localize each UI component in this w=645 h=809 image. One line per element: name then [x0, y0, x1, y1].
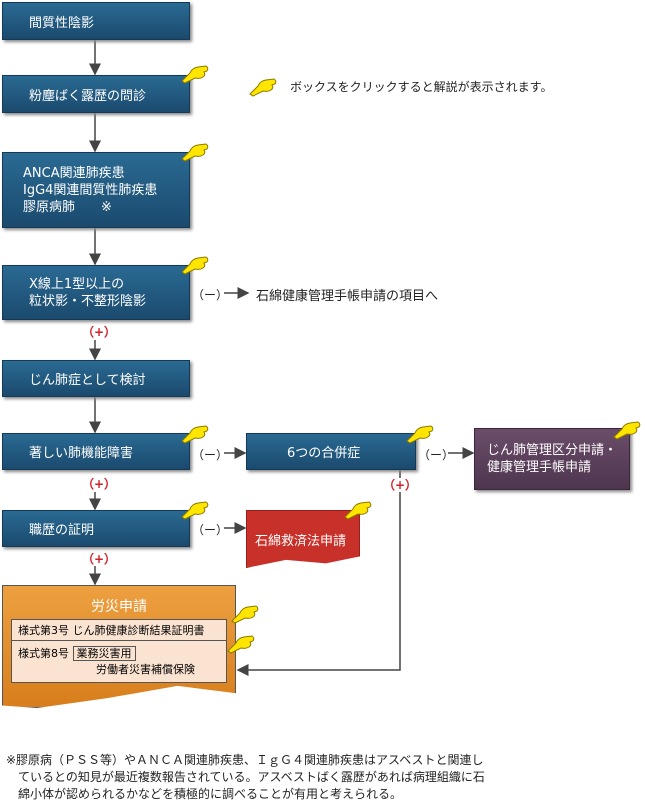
- pointing-hand-icon[interactable]: [248, 75, 278, 97]
- node-management-application[interactable]: じん肺管理区分申請・健康管理手帳申請: [474, 428, 630, 490]
- node-interstitial-shadow[interactable]: 間質性陰影: [2, 2, 190, 40]
- minus-label: （ー）: [418, 448, 455, 462]
- node-label: じん肺症として検討: [29, 373, 146, 388]
- node-label: 石綿救済法申請: [255, 533, 347, 549]
- pointing-hand-icon[interactable]: [180, 140, 210, 162]
- legend-text: ボックスをクリックすると解説が表示されます。: [290, 80, 553, 94]
- pointing-hand-icon[interactable]: [180, 253, 210, 275]
- node-label: 間質性陰影: [29, 15, 95, 31]
- plus-label: （+）: [82, 552, 117, 566]
- footnote-line: ているとの知見が最近複数報告されている。アスベストばく露歴があれば病理組織に石: [6, 770, 485, 784]
- node-label: 著しい肺機能障害: [29, 446, 134, 461]
- footnote: ※膠原病（ＰＳＳ等）やＡＮＣＡ関連肺疾患、ＩｇＧ４関連肺疾患はアスベストと関連し…: [6, 752, 636, 803]
- node-label: 膠原病肺 ※: [23, 199, 112, 215]
- form-3[interactable]: 様式第3号 じん肺健康診断結果証明書: [11, 619, 227, 641]
- minus-label: （ー）: [192, 523, 229, 537]
- node-label: 粉塵ばく露歴の問診: [29, 88, 147, 104]
- node-lung-function[interactable]: 著しい肺機能障害: [2, 433, 190, 470]
- minus-label: （ー）: [192, 448, 229, 462]
- node-work-history[interactable]: 職歴の証明: [2, 510, 190, 547]
- plus-label: （+）: [383, 478, 418, 492]
- form-3-label: 様式第3号 じん肺健康診断結果証明書: [18, 624, 205, 637]
- form-8-sub: 労働者災害補償保険: [96, 663, 195, 676]
- pointing-hand-icon[interactable]: [612, 418, 642, 440]
- asbestos-handbook-link[interactable]: 石綿健康管理手帳申請の項目へ: [256, 289, 439, 304]
- footnote-line: ※膠原病（ＰＳＳ等）やＡＮＣＡ関連肺疾患、ＩｇＧ４関連肺疾患はアスベストと関連し: [6, 753, 484, 767]
- node-label: 6つの合併症: [287, 446, 361, 461]
- node-label: 職歴の証明: [29, 523, 95, 538]
- node-asbestos-relief[interactable]: 石綿救済法申請: [246, 510, 360, 568]
- node-label: 粒状影・不整形陰影: [29, 293, 147, 309]
- node-xray-findings[interactable]: X線上1型以上の粒状影・不整形陰影: [2, 265, 190, 320]
- node-label: IgG4関連間質性肺疾患: [23, 182, 158, 198]
- node-dust-history[interactable]: 粉塵ばく露歴の問診: [2, 75, 190, 113]
- pointing-hand-icon[interactable]: [180, 62, 210, 84]
- pointing-hand-icon[interactable]: [180, 498, 210, 520]
- pointing-hand-icon[interactable]: [405, 422, 435, 444]
- node-pneumoconiosis[interactable]: じん肺症として検討: [2, 360, 190, 397]
- node-label: ANCA関連肺疾患: [23, 165, 125, 181]
- pointing-hand-icon[interactable]: [180, 422, 210, 444]
- plus-label: （+）: [82, 477, 117, 491]
- minus-label: （ー）: [192, 288, 229, 302]
- plus-label: （+）: [82, 325, 117, 339]
- node-label: X線上1型以上の: [29, 276, 125, 292]
- form-8-label: 様式第8号: [18, 647, 69, 660]
- form-8-tag: 業務災害用: [72, 646, 136, 661]
- pointing-hand-icon[interactable]: [230, 602, 260, 624]
- rousai-title: 労災申請: [91, 599, 147, 615]
- footnote-line: 綿小体が認められるかなどを積極的に調べることが有用と考えられる。: [6, 787, 403, 801]
- form-8[interactable]: 様式第8号 業務災害用 労働者災害補償保険: [11, 641, 227, 683]
- node-label: 健康管理手帳申請: [487, 460, 592, 475]
- node-complications[interactable]: 6つの合併症: [246, 433, 416, 470]
- pointing-hand-icon[interactable]: [343, 498, 373, 520]
- pointing-hand-icon[interactable]: [226, 632, 256, 654]
- node-label: じん肺管理区分申請・: [487, 443, 618, 458]
